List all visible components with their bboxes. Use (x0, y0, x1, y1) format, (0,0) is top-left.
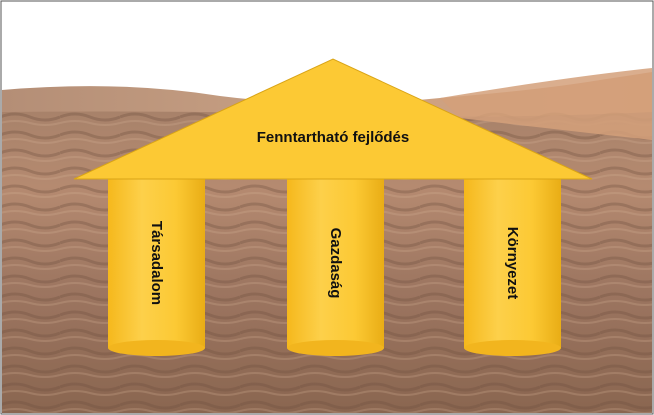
pillar-2: Gazdaság (287, 178, 384, 356)
pillar-3-label: Környezet (504, 227, 521, 300)
roof-label: Fenntartható fejlődés (257, 129, 410, 146)
pillar-2-label: Gazdaság (327, 228, 344, 299)
roof: Fenntartható fejlődés (73, 58, 593, 180)
pillar-3: Környezet (464, 178, 561, 356)
pillar-1: Társadalom (108, 178, 205, 356)
pillar-1-label: Társadalom (148, 221, 165, 305)
